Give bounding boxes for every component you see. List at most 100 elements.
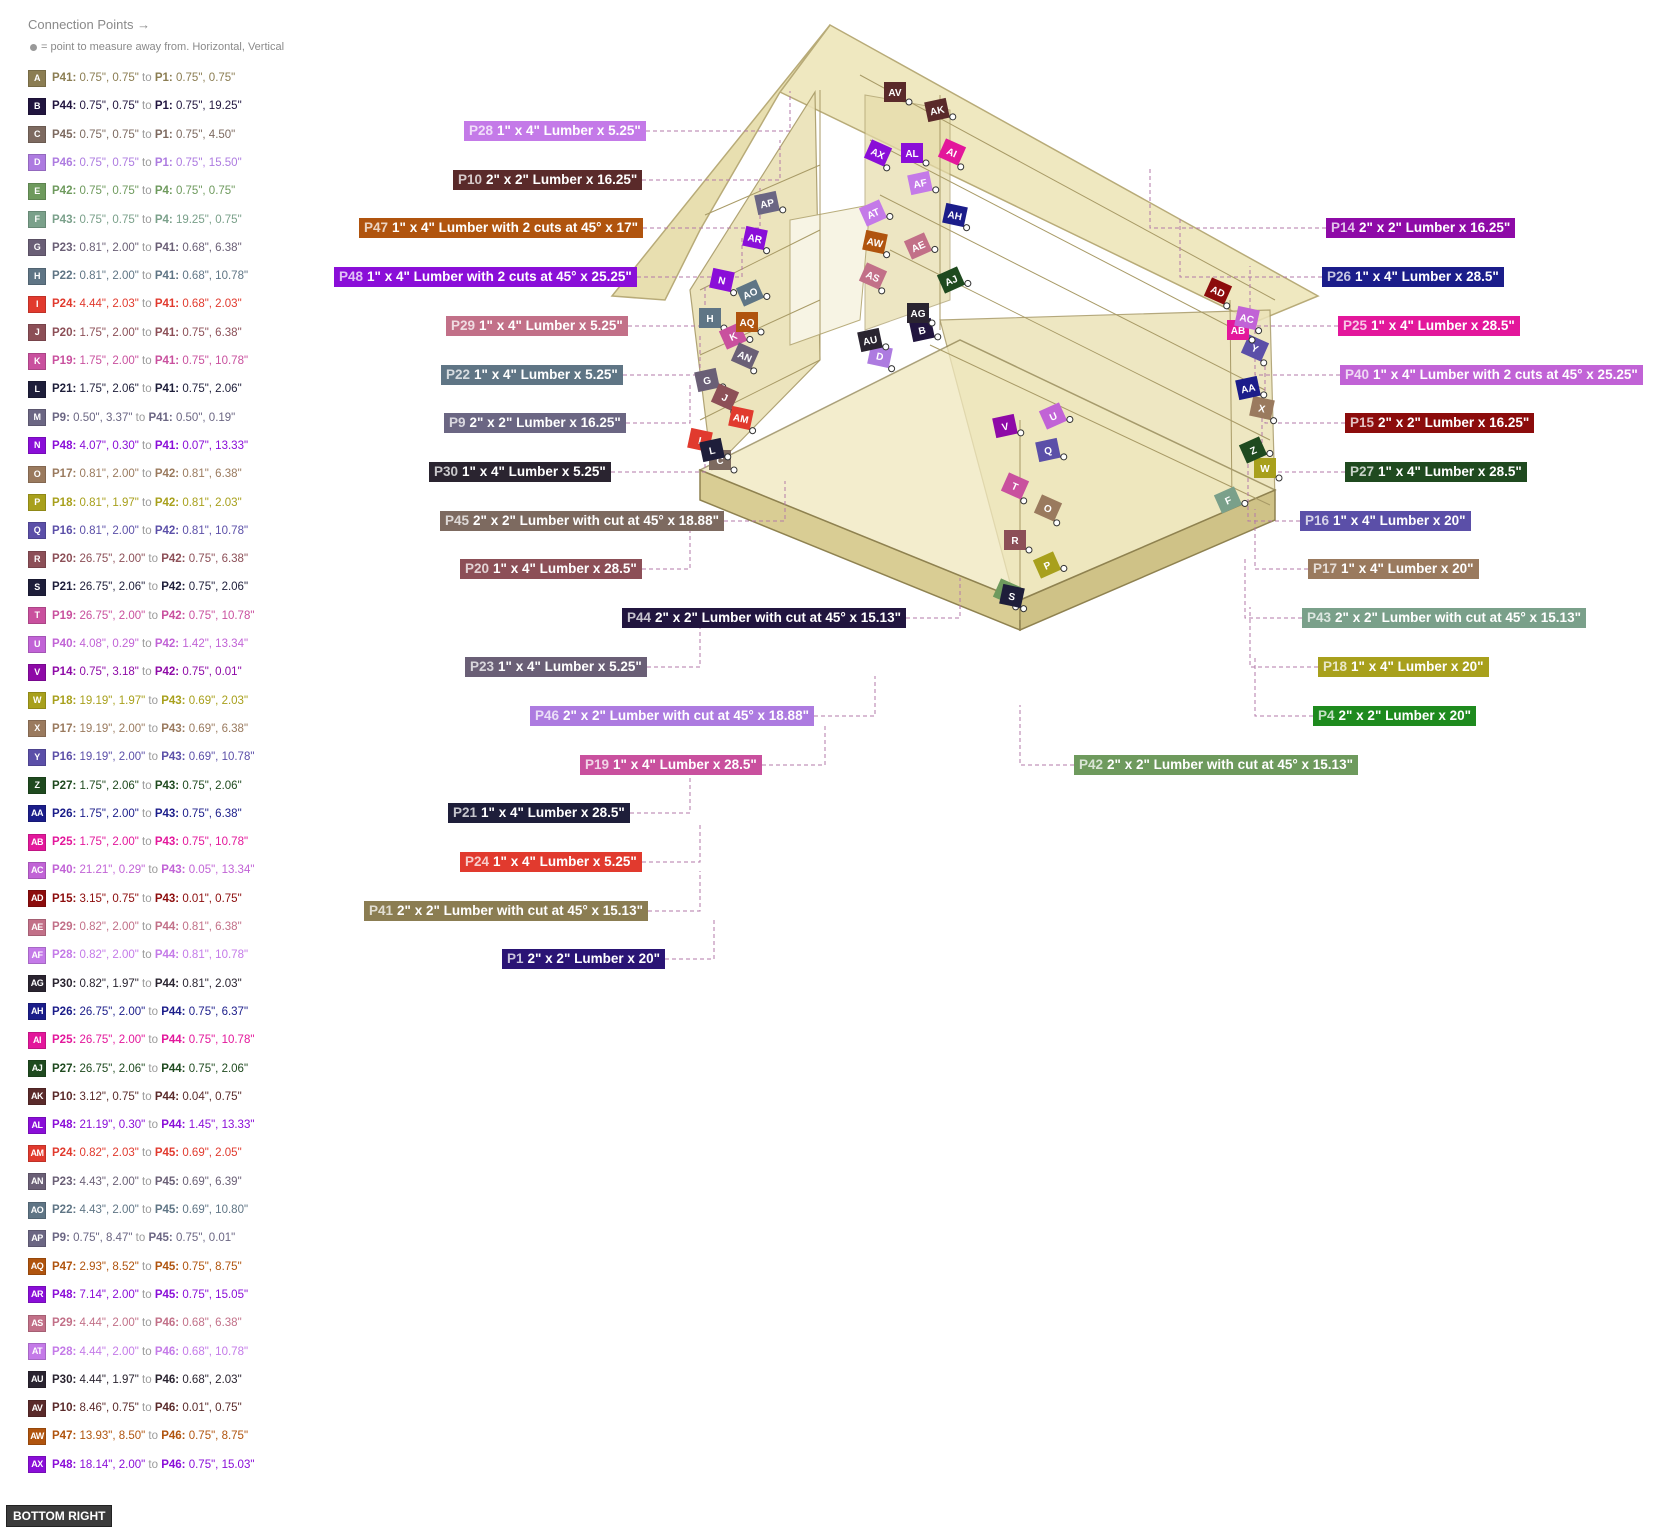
connection-to: P1:	[154, 100, 173, 113]
connection-from-value: 26.75", 2.00"	[79, 609, 146, 622]
part-description: 1" x 4" Lumber x 5.25"	[474, 367, 618, 382]
connection-to-value: 0.75", 10.78"	[182, 836, 249, 849]
connection-from-value: 0.82", 2.00"	[79, 949, 139, 962]
connection-to: P44:	[154, 1090, 180, 1103]
connection-to-word: to	[148, 1034, 159, 1047]
scene-badge-box	[858, 262, 888, 290]
connection-from-value: 0.82", 2.03"	[79, 1147, 139, 1160]
connection-badge: N	[28, 437, 46, 455]
scene-badge-box	[862, 229, 888, 255]
connection-text: P16: 0.81", 2.00" to P42: 0.81", 10.78"	[52, 525, 248, 537]
measure-point-dot-icon	[779, 206, 787, 214]
scene-badge-box	[857, 327, 883, 353]
scene-badge-box	[1238, 436, 1268, 464]
measure-point-dot-icon	[1017, 429, 1025, 437]
part-id: P16	[1305, 513, 1330, 528]
measure-point-dot-icon	[949, 113, 957, 121]
connection-badge: AP	[28, 1229, 46, 1247]
connection-to: P45:	[154, 1260, 180, 1273]
scene-badge-box	[699, 308, 721, 328]
connection-text: P10: 3.12", 0.75" to P44: 0.04", 0.75"	[52, 1091, 242, 1103]
connection-badge: AV	[28, 1399, 46, 1417]
connection-from: P10:	[52, 1402, 77, 1415]
scene-badge-box	[1035, 437, 1061, 463]
leader-line	[1254, 509, 1308, 570]
connection-text: P17: 0.81", 2.00" to P42: 0.81", 6.38"	[52, 468, 242, 480]
connection-to-value: 0.75", 19.25"	[175, 100, 242, 113]
part-id: P14	[1331, 220, 1356, 235]
connection-to-value: 0.75", 0.01"	[175, 1232, 236, 1245]
view-bottom-right-button[interactable]: BOTTOM RIGHT	[6, 1505, 113, 1527]
leader-line	[630, 773, 691, 814]
scene-badge-box	[1240, 334, 1270, 362]
measure-point-dot-icon	[730, 466, 738, 474]
connection-from: P16:	[52, 524, 77, 537]
connection-badge: X	[28, 720, 46, 738]
connection-to-value: 0.69", 10.80"	[182, 1204, 249, 1216]
scene-badge-t: T	[1000, 472, 1030, 505]
scene-badge-label: R	[1011, 536, 1019, 547]
connection-from: P45:	[52, 128, 77, 141]
connection-to-value: 0.50", 0.19"	[175, 411, 236, 424]
measure-point-dot-icon	[30, 43, 37, 51]
connection-to-word: to	[142, 100, 152, 113]
connection-to: P46:	[154, 1317, 180, 1330]
connection-to: P46:	[161, 1430, 186, 1443]
connection-to-value: 0.07", 13.33"	[182, 439, 249, 452]
connection-badge: AI	[28, 1031, 46, 1049]
connection-from-value: 26.75", 2.06"	[79, 1062, 146, 1075]
scene-badge-box	[937, 138, 967, 166]
part-id: P40	[1345, 367, 1370, 382]
scene-badge-at: AT	[858, 199, 894, 227]
scene-badge-label: P	[1042, 560, 1053, 573]
connection-from-value: 26.75", 2.00"	[79, 1034, 146, 1047]
scene-badge-aa: AA	[1235, 375, 1268, 401]
connection-to-value: 19.25", 0.75"	[175, 213, 242, 226]
connection-to-word: to	[148, 1458, 159, 1471]
scene-badge-label: Q	[1043, 445, 1053, 457]
part-id: P20	[465, 561, 490, 576]
scene-badge-aq: AQ	[736, 312, 765, 336]
connection-to: P45:	[154, 1147, 180, 1160]
connection-from-value: 0.75", 0.75"	[79, 185, 139, 198]
leader-line	[637, 237, 743, 278]
scene-badge-label: H	[706, 314, 713, 325]
